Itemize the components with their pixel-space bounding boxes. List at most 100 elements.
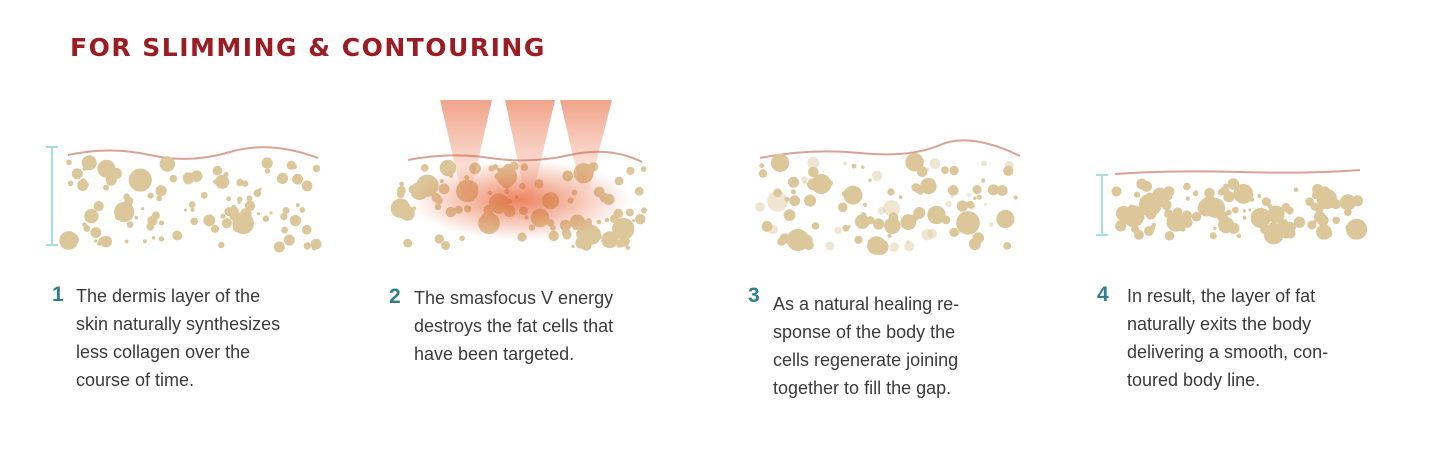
fat-cell [983, 203, 987, 207]
fat-cell [625, 245, 631, 250]
fat-cell [280, 213, 288, 221]
fat-cell [950, 195, 954, 198]
fat-cell [1194, 190, 1198, 194]
fat-cell [921, 229, 933, 241]
fat-cell [459, 235, 465, 242]
fat-cell [883, 200, 900, 217]
fat-cell [1330, 199, 1341, 210]
fat-cell [282, 207, 290, 214]
fat-cell [229, 211, 239, 222]
fat-cell [157, 189, 162, 194]
fat-cell [811, 222, 820, 230]
fat-cell [858, 217, 864, 223]
fat-cell [987, 184, 999, 196]
fat-cell [601, 231, 619, 249]
fat-cell [1136, 178, 1148, 190]
fat-cell [620, 218, 633, 231]
fat-cell [861, 165, 865, 169]
fat-cell [114, 213, 122, 221]
fat-cell [758, 169, 768, 178]
fat-cell [981, 178, 986, 183]
fat-cell [1320, 223, 1325, 228]
fat-cell [399, 181, 405, 187]
fat-cell [640, 166, 647, 172]
fat-cell [948, 185, 959, 196]
step-number: 4 [1097, 283, 1109, 306]
fat-cell [956, 200, 968, 212]
fat-cell [969, 203, 976, 210]
fat-cell [236, 178, 244, 187]
fat-cell [634, 186, 644, 196]
fat-cell [81, 155, 97, 171]
fat-cell [256, 212, 261, 216]
fat-cell [142, 239, 147, 244]
fat-cell [1293, 216, 1306, 228]
fat-cell [147, 192, 154, 199]
fat-cell [1250, 207, 1271, 228]
fat-cell [1228, 222, 1240, 234]
fat-cell [158, 236, 165, 242]
fat-cell [790, 189, 796, 195]
fat-cell [1261, 197, 1271, 206]
fat-cell [148, 221, 153, 226]
fat-cell [1003, 242, 1012, 250]
fat-cell [1227, 178, 1240, 190]
step-number: 2 [389, 285, 401, 308]
fat-cell [1242, 215, 1247, 220]
fat-cell [253, 189, 262, 197]
fat-cell [1164, 231, 1175, 241]
fat-cell [834, 226, 842, 234]
fat-cell [1285, 222, 1296, 233]
fat-cell [1213, 226, 1217, 231]
fat-cell [1164, 193, 1173, 201]
fat-cell [71, 168, 83, 180]
fat-cell [135, 177, 146, 188]
fat-cell [212, 165, 223, 176]
fat-cell [83, 225, 91, 232]
fat-cell [808, 166, 819, 178]
fat-cell [988, 222, 994, 227]
fat-cell [575, 236, 588, 249]
fat-cell [1293, 187, 1299, 192]
fat-cell [626, 166, 635, 175]
fat-cell [265, 168, 271, 174]
fat-cell [571, 244, 575, 249]
fat-cell [966, 200, 975, 209]
skin-line [67, 146, 319, 160]
fat-cell [1232, 206, 1239, 214]
fat-cell [905, 153, 924, 172]
fat-cell [303, 242, 311, 250]
fat-cell [434, 234, 444, 244]
fat-cell [803, 239, 814, 251]
fat-cell [1242, 209, 1246, 213]
fat-cell [211, 224, 219, 233]
fat-cell [851, 163, 857, 169]
fat-cell [843, 185, 863, 205]
fat-cell [442, 167, 447, 171]
fat-cell [213, 179, 218, 185]
fat-cell [941, 215, 951, 225]
fat-cell [1164, 209, 1174, 219]
fat-cell [838, 202, 848, 213]
fat-cell [1316, 224, 1332, 240]
fat-cell [441, 241, 451, 250]
fat-cell [79, 178, 87, 186]
fat-cell [973, 196, 977, 200]
fat-cell [768, 224, 779, 235]
fat-cell [100, 235, 112, 248]
fat-cell [854, 235, 863, 244]
fat-cell [802, 180, 807, 185]
page-title: FOR SLIMMING & CONTOURING [70, 33, 546, 62]
fat-cell [200, 191, 208, 199]
fat-cell [973, 241, 979, 247]
fat-cell [887, 188, 895, 196]
fat-cell [927, 205, 946, 225]
fat-cell [783, 209, 796, 221]
fat-cell [811, 174, 832, 194]
fat-cell [898, 195, 903, 199]
fat-cell [1174, 217, 1179, 222]
fat-cell [1140, 198, 1144, 202]
fat-cell [1242, 189, 1250, 197]
